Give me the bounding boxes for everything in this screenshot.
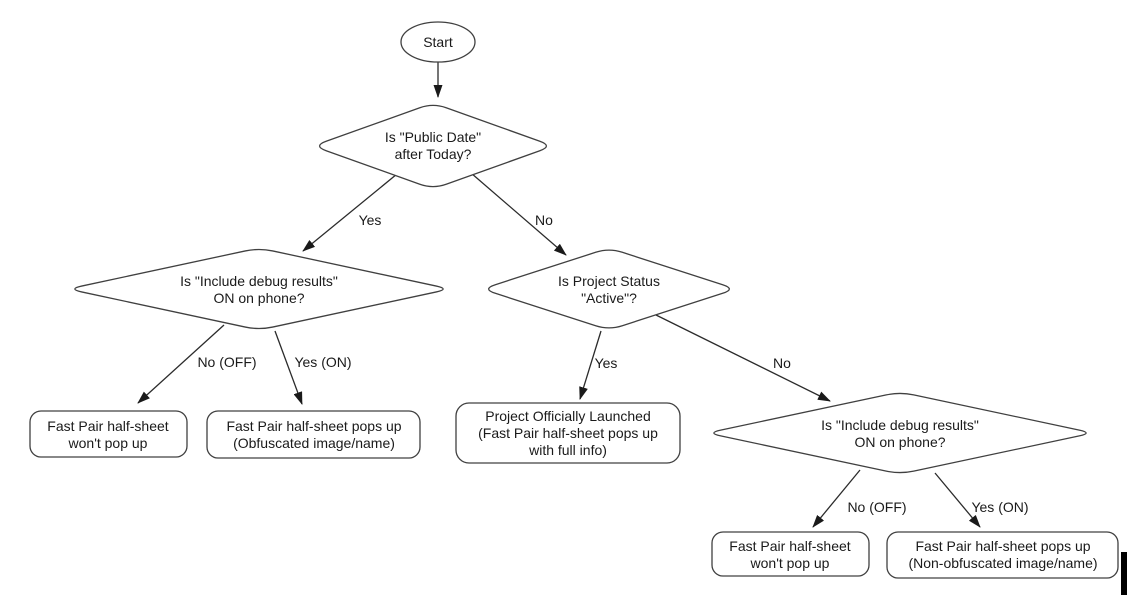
node-decision-debug-left: Is "Include debug results" ON on phone? (74, 248, 444, 330)
non-obfuscated-box (886, 531, 1119, 579)
launched-line1: Project Officially Launched (485, 408, 651, 424)
node-start: Start (400, 21, 476, 63)
edge-label-no-off-left: No (OFF) (197, 354, 256, 370)
node-non-obfuscated: Fast Pair half-sheet pops up (Non-obfusc… (886, 531, 1119, 579)
edge-labels: Yes No No (OFF) Yes (ON) Yes No No (OFF)… (197, 212, 1028, 515)
non-obfuscated-line1: Fast Pair half-sheet pops up (915, 538, 1090, 554)
launched-line2: (Fast Pair half-sheet pops up (478, 425, 658, 441)
decision-debug-right-diamond (713, 392, 1087, 474)
decision-project-status-line2: "Active"? (581, 290, 637, 306)
decision-public-date-line1: Is "Public Date" (385, 129, 481, 145)
decision-project-status-diamond (488, 249, 730, 329)
edge-label-no-mid: No (773, 355, 791, 371)
edge-debug-right-no-off (812, 469, 861, 528)
node-launched: Project Officially Launched (Fast Pair h… (455, 402, 681, 464)
non-obfuscated-line2: (Non-obfuscated image/name) (908, 555, 1097, 571)
no-popup-right-box (711, 531, 870, 577)
no-popup-right-line2: won't pop up (750, 555, 830, 571)
edge-label-yes-on-left: Yes (ON) (294, 354, 351, 370)
edge-label-no-off-right: No (OFF) (847, 499, 906, 515)
node-decision-debug-right: Is "Include debug results" ON on phone? (713, 392, 1087, 474)
edge-label-yes-on-right: Yes (ON) (971, 499, 1028, 515)
no-popup-right-line1: Fast Pair half-sheet (729, 538, 850, 554)
decision-debug-left-diamond (74, 248, 444, 330)
no-popup-left-box (29, 410, 188, 458)
decision-public-date-line2: after Today? (395, 146, 472, 162)
no-popup-left-line2: won't pop up (68, 435, 148, 451)
decision-debug-left-line1: Is "Include debug results" (180, 273, 338, 289)
edge-label-yes-left: Yes (359, 212, 382, 228)
launched-line3: with full info) (528, 442, 607, 458)
edge-project-status-no (655, 314, 831, 402)
node-decision-project-status: Is Project Status "Active"? (488, 249, 730, 329)
text-cursor-bar (1121, 552, 1127, 595)
flow-edges (137, 62, 981, 528)
launched-box (455, 402, 681, 464)
edge-debug-right-yes-on (934, 472, 981, 528)
start-ellipse (400, 21, 476, 63)
decision-debug-right-line1: Is "Include debug results" (821, 417, 979, 433)
obfuscated-line1: Fast Pair half-sheet pops up (226, 418, 401, 434)
edge-public-date-no (470, 172, 567, 256)
obfuscated-line2: (Obfuscated image/name) (233, 435, 395, 451)
decision-public-date-diamond (318, 104, 548, 188)
decision-debug-left-line2: ON on phone? (213, 290, 304, 306)
no-popup-left-line1: Fast Pair half-sheet (47, 418, 168, 434)
edge-project-status-yes (579, 330, 602, 400)
decision-debug-right-line2: ON on phone? (854, 434, 945, 450)
edge-label-yes-mid: Yes (595, 355, 618, 371)
edge-label-no-right: No (535, 212, 553, 228)
start-label: Start (423, 34, 453, 50)
node-no-popup-right: Fast Pair half-sheet won't pop up (711, 531, 870, 577)
node-decision-public-date: Is "Public Date" after Today? (318, 104, 548, 188)
edge-debug-left-yes-on (274, 330, 303, 405)
decision-project-status-line1: Is Project Status (558, 273, 660, 289)
edge-public-date-yes (302, 173, 398, 252)
node-no-popup-left: Fast Pair half-sheet won't pop up (29, 410, 188, 458)
obfuscated-box (206, 410, 421, 459)
edge-debug-left-no-off (137, 324, 225, 404)
node-obfuscated: Fast Pair half-sheet pops up (Obfuscated… (206, 410, 421, 459)
